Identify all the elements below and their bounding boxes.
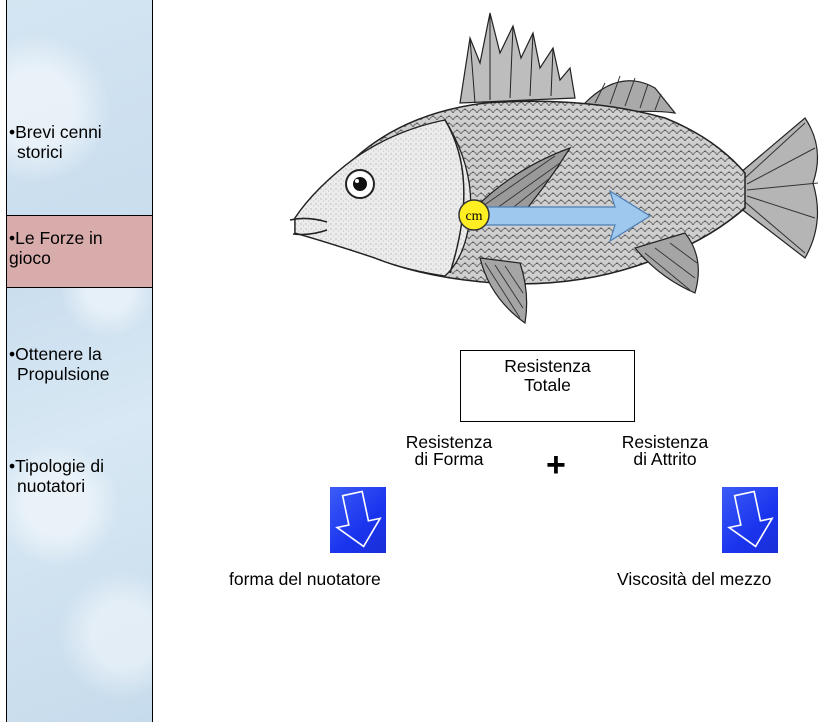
form-resistance-label: Resistenza di Forma <box>389 432 509 469</box>
nav-item-brevi-cenni-storici[interactable]: •Brevi cenni storici <box>9 122 151 162</box>
velocity-arrow <box>484 189 652 243</box>
fish-illustration: cm <box>289 12 819 325</box>
nav-item-tipologie-di-nuotatori[interactable]: •Tipologie di nuotatori <box>9 456 151 496</box>
nav-item-label-line1: •Le Forze in <box>9 228 103 248</box>
anal-fin <box>633 232 699 294</box>
friction-resistance-label: Resistenza di Attrito <box>605 432 725 469</box>
form-resistance-line1: Resistenza <box>405 432 493 452</box>
active-item-highlight <box>7 215 152 288</box>
form-resistance-line2: di Forma <box>414 449 484 469</box>
center-of-mass-label: cm <box>465 209 482 224</box>
center-of-mass-marker <box>458 199 490 231</box>
sidebar-nav: •Brevi cenni storici •Le Forze in gioco … <box>6 0 153 722</box>
total-resistance-line1: Resistenza <box>504 356 591 376</box>
arrow-down-icon <box>330 487 386 553</box>
nav-item-le-forze-in-gioco[interactable]: •Le Forze in gioco <box>9 228 151 268</box>
nav-item-label-line1: •Ottenere la <box>9 344 102 364</box>
friction-resistance-line2: di Attrito <box>633 449 697 469</box>
nav-item-label-line2: gioco <box>9 248 51 268</box>
tail-fin <box>739 117 819 259</box>
arrow-down-icon <box>722 487 778 553</box>
nav-item-label-line1: •Tipologie di <box>9 456 104 476</box>
total-resistance-box: Resistenza Totale <box>460 350 635 422</box>
nav-item-label-line2: storici <box>17 142 63 162</box>
nav-item-ottenere-la-propulsione[interactable]: •Ottenere la Propulsione <box>9 344 151 384</box>
nav-item-label-line1: •Brevi cenni <box>9 122 102 142</box>
nav-item-label-line2: nuotatori <box>17 476 86 496</box>
total-resistance-line2: Totale <box>524 375 571 395</box>
plus-sign: + <box>546 446 566 484</box>
medium-viscosity-label: Viscosità del mezzo <box>617 569 772 589</box>
friction-resistance-line1: Resistenza <box>621 432 709 452</box>
fish-head <box>294 119 472 277</box>
nav-item-label-line2: Propulsione <box>17 364 110 384</box>
pelvic-fin <box>479 257 528 325</box>
swimmer-shape-label: forma del nuotatore <box>229 569 381 589</box>
pectoral-fin <box>473 146 572 224</box>
dorsal-fin <box>459 12 576 104</box>
